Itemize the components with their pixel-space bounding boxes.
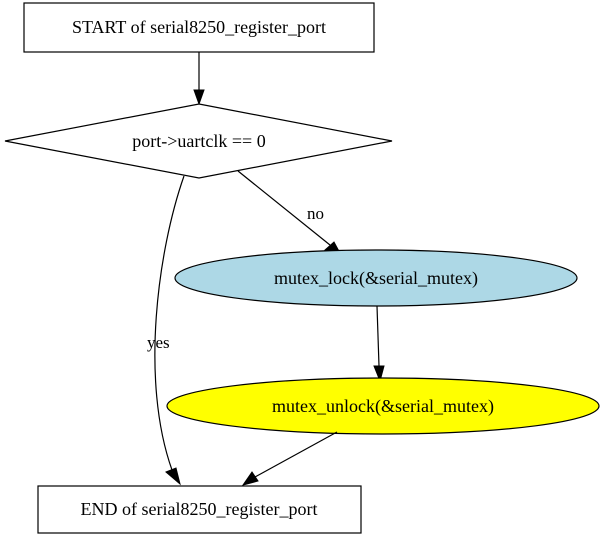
edge-lock-to-unlock-line	[376, 305, 380, 367]
edge-decision-to-end-arrowhead	[165, 467, 181, 486]
edge-decision-to-lock-line	[237, 170, 331, 246]
edge-decision-to-lock: no	[237, 170, 343, 256]
mutex-lock-ellipse	[174, 249, 578, 307]
decision-node-diamond	[4, 103, 393, 179]
mutex-lock-node: mutex_lock(&serial_mutex)	[174, 249, 578, 307]
edge-decision-to-end-line	[154, 175, 185, 471]
edge-unlock-to-end-arrowhead	[241, 471, 259, 486]
end-node-label: END of serial8250_register_port	[81, 499, 318, 519]
edge-unlock-to-end-line	[254, 431, 338, 478]
end-node: END of serial8250_register_port	[37, 485, 362, 534]
edge-lock-to-unlock	[373, 305, 385, 383]
edge-start-to-decision-arrowhead	[193, 89, 205, 106]
start-node: START of serial8250_register_port	[23, 2, 375, 53]
edge-no-label: no	[307, 204, 324, 223]
edge-yes-label: yes	[147, 333, 170, 352]
mutex-unlock-ellipse	[166, 377, 600, 435]
mutex-unlock-node: mutex_unlock(&serial_mutex)	[166, 377, 600, 435]
edge-unlock-to-end	[241, 431, 338, 486]
edge-decision-to-end: yes	[147, 175, 185, 486]
decision-node-label: port->uartclk == 0	[132, 131, 265, 151]
start-node-box	[23, 2, 375, 53]
mutex-lock-label: mutex_lock(&serial_mutex)	[274, 268, 478, 289]
start-node-label: START of serial8250_register_port	[72, 17, 326, 37]
decision-node: port->uartclk == 0	[4, 103, 393, 179]
edge-start-to-decision	[193, 52, 205, 106]
edge-lock-to-unlock-arrowhead	[373, 365, 385, 383]
mutex-unlock-label: mutex_unlock(&serial_mutex)	[272, 396, 494, 417]
end-node-box	[37, 485, 362, 534]
